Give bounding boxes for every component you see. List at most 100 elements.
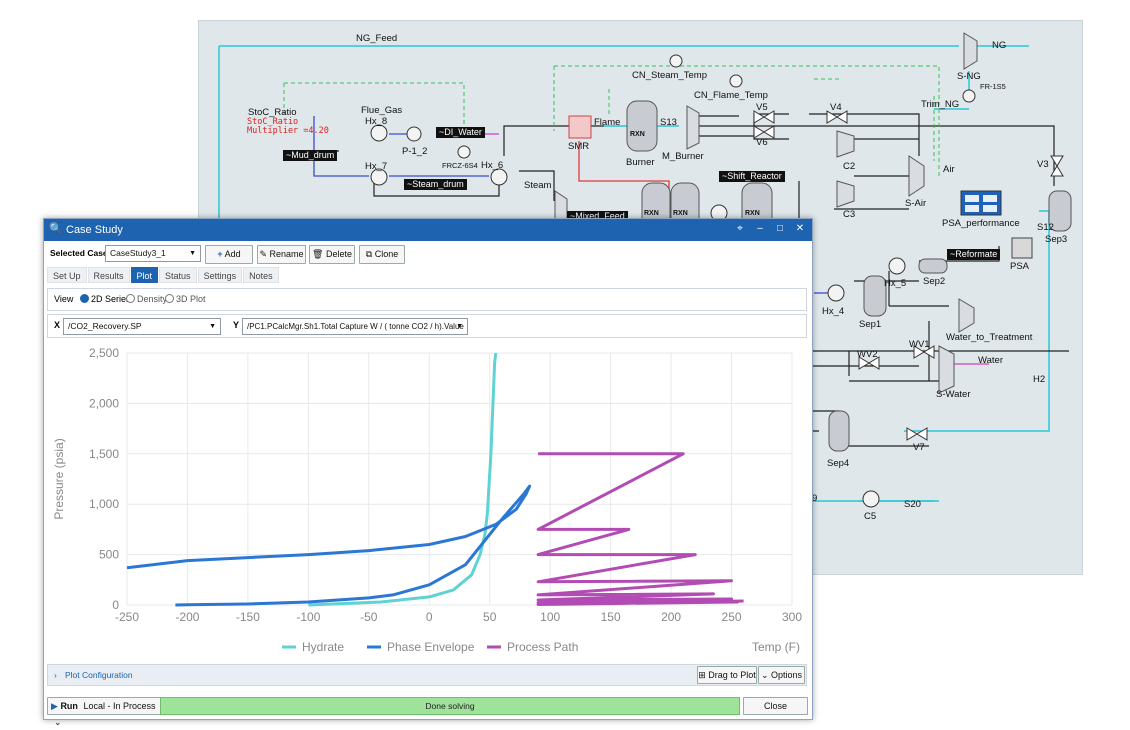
cn-flame-temp-controller <box>729 74 743 88</box>
radio-3d-plot[interactable]: 3D Plot <box>165 294 206 304</box>
label-s-water: S-Water <box>936 389 971 400</box>
radio-unselected-icon <box>165 294 174 303</box>
label-burner-rxn: RXN <box>630 131 645 138</box>
x-tick-label: 50 <box>483 610 497 624</box>
add-button[interactable]: + Add <box>205 245 253 264</box>
pencil-icon: ✎ <box>259 249 267 259</box>
case-study-titlebar[interactable]: 🔍 Case Study ⌖ – □ ✕ <box>44 219 812 241</box>
add-button-label: Add <box>224 249 241 259</box>
label-hx5: Hx_5 <box>884 278 907 289</box>
y-tick-label: 2,000 <box>89 396 119 410</box>
selected-case-dropdown[interactable]: CaseStudy3_1 ▼ <box>105 245 201 262</box>
label-flame: Flame <box>594 117 621 128</box>
close-icon[interactable]: ✕ <box>795 223 805 234</box>
pin-icon[interactable]: ⌖ <box>737 223 743 234</box>
legend-label: Process Path <box>507 640 578 654</box>
x-tick-label: 100 <box>540 610 560 624</box>
tag-reformate[interactable]: ~Reformate <box>947 249 1001 260</box>
burner-vessel <box>626 100 658 152</box>
tag-di-water[interactable]: ~DI_Water <box>436 127 485 138</box>
label-c2: C2 <box>843 161 856 172</box>
hx7-exchanger <box>370 168 388 186</box>
x-tick-label: 250 <box>722 610 742 624</box>
rename-button-label: Rename <box>269 249 304 259</box>
label-frcz: FRCZ-6S4 <box>442 161 478 170</box>
tag-steam-drum[interactable]: ~Steam_drum <box>404 179 467 190</box>
label-ng-feed: NG_Feed <box>356 33 398 44</box>
label-sep1: Sep1 <box>859 319 882 330</box>
case-study-app-icon: 🔍 <box>49 223 63 235</box>
tab-settings[interactable]: Settings <box>197 267 243 283</box>
x-tick-label: -150 <box>236 610 260 624</box>
label-s-ng: S-NG <box>957 71 981 82</box>
label-c5: C5 <box>864 511 877 522</box>
chevron-down-icon: ⌄ <box>760 670 769 680</box>
status-text: Done solving <box>425 701 475 711</box>
label-s-air: S-Air <box>905 198 927 209</box>
tag-mixed-feed[interactable]: ~Mixed_Feed <box>567 211 628 222</box>
y-variable-value: /PC1.PCalcMgr.Sh1.Total Capture W / ( to… <box>247 322 464 331</box>
y-variable-dropdown[interactable]: /PC1.PCalcMgr.Sh1.Total Capture W / ( to… <box>242 318 468 335</box>
axis-selector: X /CO2_Recovery.SP ▼ Y /PC1.PCalcMgr.Sh1… <box>47 314 807 338</box>
label-trim-ng: Trim_NG <box>921 99 960 110</box>
y-tick-label: 500 <box>99 548 119 562</box>
drag-to-plot-button[interactable]: ⊞ Drag to Plot <box>697 666 757 684</box>
label-cn-flame-temp: CN_Flame_Temp <box>694 90 768 101</box>
radio-2d-series[interactable]: 2D Series <box>80 294 131 304</box>
smr-reformer <box>568 115 592 139</box>
y-axis-title: Pressure (psia) <box>52 438 66 519</box>
radio-density[interactable]: Density <box>126 294 167 304</box>
label-stoc-ratio-spec: StoC_Ratio <box>247 117 299 127</box>
y-tick-label: 1,000 <box>89 497 119 511</box>
drag-to-plot-label: Drag to Plot <box>708 670 756 680</box>
label-psa: PSA <box>1010 261 1030 272</box>
label-rxn-1: RXN <box>644 210 659 217</box>
tab-notes[interactable]: Notes <box>243 267 279 283</box>
plot-configuration-bar[interactable]: › Plot Configuration ⊞ Drag to Plot ⌄ Op… <box>47 664 807 686</box>
maximize-icon[interactable]: □ <box>776 223 784 234</box>
tab-set-up[interactable]: Set Up <box>47 267 87 283</box>
label-s20: S20 <box>904 499 921 510</box>
case-study-window[interactable]: 🔍 Case Study ⌖ – □ ✕ Selected Case: Case… <box>43 218 813 727</box>
delete-button[interactable]: 🗑 Delete <box>309 245 355 264</box>
label-sep4: Sep4 <box>827 458 850 469</box>
label-hx7: Hx_7 <box>365 161 388 172</box>
close-button[interactable]: Close <box>743 697 808 715</box>
tab-results[interactable]: Results <box>87 267 130 283</box>
tab-plot[interactable]: Plot <box>130 267 159 283</box>
label-h2: H2 <box>1033 374 1046 385</box>
label-water-to-treatment: Water_to_Treatment <box>946 332 1033 343</box>
label-cn-steam-temp: CN_Steam_Temp <box>632 70 707 81</box>
options-button[interactable]: ⌄ Options <box>758 666 805 684</box>
x-variable-dropdown[interactable]: /CO2_Recovery.SP ▼ <box>63 318 221 335</box>
plus-icon: + <box>217 249 223 259</box>
x-variable-value: /CO2_Recovery.SP <box>68 321 142 331</box>
trash-icon: 🗑 <box>312 249 324 259</box>
x-axis-label: X <box>54 320 61 330</box>
hx4-exchanger <box>827 284 845 302</box>
tag-shift-reactor[interactable]: ~Shift_Reactor <box>719 171 785 182</box>
label-air: Air <box>943 164 955 175</box>
y-tick-label: 2,500 <box>89 346 119 360</box>
clone-button[interactable]: ⧉ Clone <box>359 245 405 264</box>
sep3-vessel <box>1048 190 1072 232</box>
label-psa-performance: PSA_performance <box>942 218 1020 229</box>
label-multiplier: Multiplier =4.20 <box>247 126 329 136</box>
hx5-exchanger <box>888 257 906 275</box>
rename-button[interactable]: ✎ Rename <box>257 245 306 264</box>
minimize-icon[interactable]: – <box>757 223 763 234</box>
run-dropdown[interactable]: ▶ Run Local - In Process ⌄ <box>47 697 161 727</box>
label-rxn-3: RXN <box>745 210 760 217</box>
psa-unit <box>1011 237 1033 259</box>
status-bar: ▶ Run Local - In Process ⌄ Done solving … <box>44 694 812 727</box>
label-m-burner: M_Burner <box>662 151 704 162</box>
chevron-right-icon: › <box>54 670 57 680</box>
run-mode-value: Local - In Process <box>83 701 156 711</box>
tab-status[interactable]: Status <box>159 267 197 283</box>
view-label: View <box>54 294 74 304</box>
tag-mud-drum[interactable]: ~Mud_drum <box>283 150 338 161</box>
tab-strip: Set Up Results Plot Status Settings Note… <box>47 267 280 283</box>
label-fr-1s5: FR-1S5 <box>980 82 1006 91</box>
sep2-vessel <box>918 258 948 274</box>
